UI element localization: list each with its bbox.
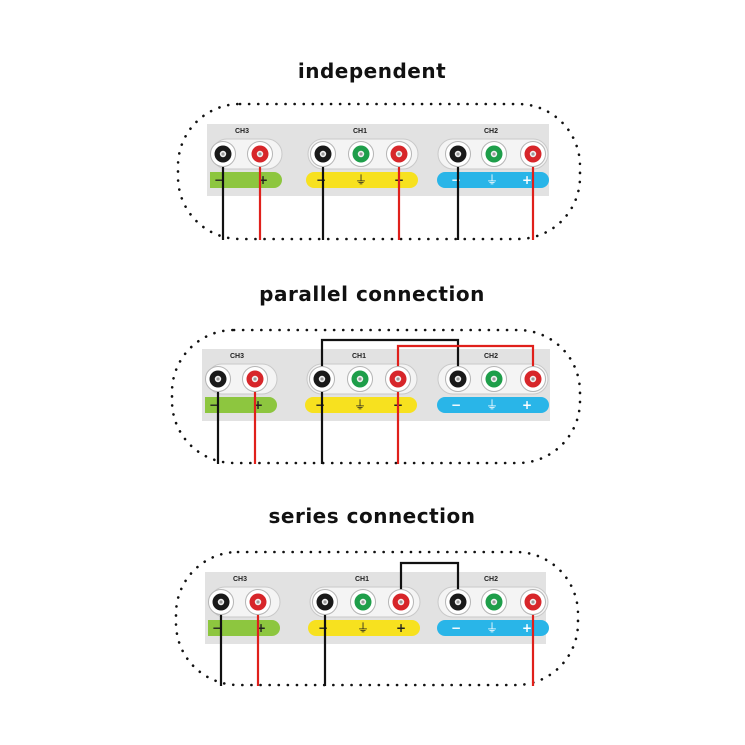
ch1-negative-terminal-pin-core: [320, 377, 324, 381]
ch3-positive-terminal-pin-core: [256, 600, 260, 604]
ch3-minus-label: −: [212, 621, 222, 635]
ch1-color-bar: [305, 397, 417, 413]
ch2-minus-label: −: [451, 173, 461, 187]
ch3-color-bar-edge: [205, 397, 215, 413]
ch2-color-bar: [437, 397, 549, 413]
ch1-ground-icon: ⏚: [357, 621, 369, 635]
ch2-label: CH2: [484, 353, 498, 360]
ch1-minus-label: −: [318, 621, 328, 635]
ch3-negative-terminal-pin-core: [216, 377, 220, 381]
ch2-minus-label: −: [451, 621, 461, 635]
ch1-label: CH1: [352, 353, 366, 360]
ch3-negative-terminal-pin-core: [221, 152, 225, 156]
ch2-negative-terminal-pin-core: [456, 377, 460, 381]
ch1-negative-terminal-pin-core: [323, 600, 327, 604]
ch2-negative-terminal-pin-core: [456, 152, 460, 156]
parallel-positive-jumper: [396, 344, 535, 379]
ch2-positive-terminal-pin-core: [531, 600, 535, 604]
ch3-color-bar: [210, 172, 282, 188]
ch2-ground-terminal-pin-core: [492, 600, 496, 604]
ch1-positive-terminal-pin-core: [396, 377, 400, 381]
ch3-plus-label: +: [256, 621, 266, 635]
ch1-ground-terminal-pin-core: [359, 152, 363, 156]
ch3-minus-label: −: [209, 398, 219, 412]
ch3-label: CH3: [235, 128, 249, 135]
ch3-color-bar: [208, 620, 280, 636]
ch1-ground-icon: ⏚: [354, 398, 366, 412]
ch1-label: CH1: [353, 128, 367, 135]
ch2-ground-terminal-pin-core: [492, 377, 496, 381]
section-title: parallel connection: [259, 282, 485, 306]
ch1-plus-label: +: [396, 621, 406, 635]
section-title: series connection: [268, 504, 475, 528]
ch1-color-bar: [308, 620, 420, 636]
ch2-plus-label: +: [522, 398, 532, 412]
ch1-ground-terminal-pin-core: [361, 600, 365, 604]
terminals: [210, 141, 546, 167]
ch1-minus-label: −: [316, 173, 326, 187]
terminals: [208, 589, 546, 615]
ch3-plus-label: +: [258, 173, 268, 187]
terminals: [205, 366, 546, 392]
ch1-ground-terminal-pin-core: [358, 377, 362, 381]
parallel-negative-jumper: [320, 338, 460, 379]
ch2-color-bar: [437, 620, 549, 636]
ch2-ground-icon: ⏚: [486, 173, 498, 187]
ch1-ground-icon: ⏚: [355, 173, 367, 187]
ch2-ground-terminal-pin-core: [492, 152, 496, 156]
ch3-positive-terminal-pin-core: [258, 152, 262, 156]
ch2-plus-label: +: [522, 173, 532, 187]
ch2-positive-terminal-pin-core: [531, 377, 535, 381]
ch3-label: CH3: [230, 353, 244, 360]
ch3-minus-label: −: [214, 173, 224, 187]
ch2-color-bar: [437, 172, 549, 188]
ch2-plus-label: +: [522, 621, 532, 635]
ch1-minus-label: −: [315, 398, 325, 412]
ch3-label: CH3: [233, 576, 247, 583]
ch1-positive-terminal-pin-core: [399, 600, 403, 604]
ch1-color-bar: [306, 172, 418, 188]
ch1-positive-terminal-pin-core: [397, 152, 401, 156]
ch2-label: CH2: [484, 128, 498, 135]
ch2-ground-icon: ⏚: [486, 398, 498, 412]
ch2-negative-terminal-pin-core: [456, 600, 460, 604]
ch1-label: CH1: [355, 576, 369, 583]
ch2-ground-icon: ⏚: [486, 621, 498, 635]
wires: [221, 154, 535, 240]
ch3-negative-terminal-pin-core: [219, 600, 223, 604]
wires: [219, 561, 535, 686]
ch3-positive-terminal-pin-core: [253, 377, 257, 381]
wires: [216, 338, 535, 464]
ch3-color-bar-edge: [210, 172, 220, 188]
ch2-positive-terminal-pin-core: [531, 152, 535, 156]
ch3-color-bar-edge: [208, 620, 218, 636]
ch2-label: CH2: [484, 576, 498, 583]
ch3-color-bar: [205, 397, 277, 413]
ch1-negative-terminal-pin-core: [321, 152, 325, 156]
ch3-plus-label: +: [253, 398, 263, 412]
section-title: independent: [298, 59, 446, 83]
dotted-outline: [176, 102, 582, 241]
dotted-outline: [170, 328, 582, 465]
ch2-minus-label: −: [451, 398, 461, 412]
series-jumper: [399, 561, 460, 602]
